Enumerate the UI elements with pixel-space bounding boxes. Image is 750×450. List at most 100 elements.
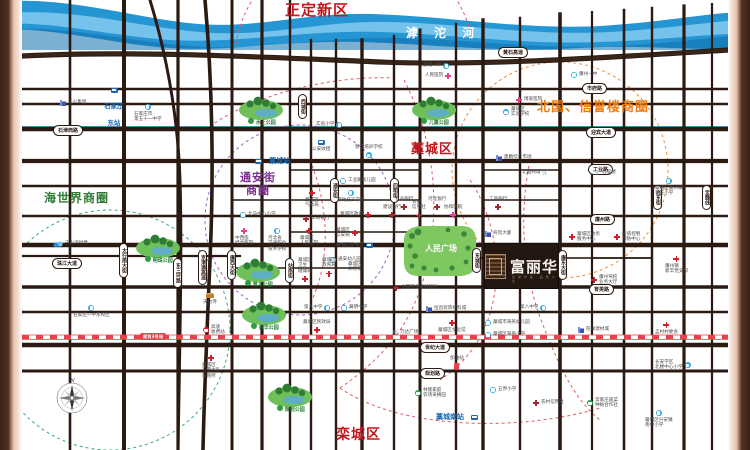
- station-gaocheng-south[interactable]: 藁城南站: [436, 408, 479, 425]
- poi-hengchang-decoration-market[interactable]: 恒昌装饰材料城: [426, 306, 466, 312]
- bank-icon: [389, 212, 396, 219]
- school-icon: [665, 178, 672, 184]
- poi-beiguo-mall[interactable]: 北国商城 🛒: [522, 170, 549, 176]
- poi-xiehe-hospital[interactable]: 协和医院: [444, 205, 462, 219]
- poi-jianpeng-market[interactable]: 建鹏综合市场: [496, 155, 532, 161]
- poi-experimental-primary-school[interactable]: 实验小学: [316, 122, 343, 128]
- poi-gas-station[interactable]: 加油站: [450, 356, 464, 371]
- building-icon: [578, 327, 584, 333]
- poi-gaocheng-stadium[interactable]: 藁城区 体育馆: [348, 262, 362, 273]
- poi-beima-central-primary-school[interactable]: 北马中心小学: [240, 212, 276, 218]
- poi-traffic-police-vehicle-admin[interactable]: 藁城区 交警大队 车管所: [202, 355, 220, 379]
- poi-rural-credit-union[interactable]: 农村 信用社: [412, 200, 426, 219]
- poi-beilou-central-primary-school[interactable]: 长安学区 北楼中心小学: [655, 360, 691, 371]
- mall-icon: 🛒: [542, 170, 549, 176]
- station-shijiazhuang-east[interactable]: 石家庄 东站: [96, 88, 132, 129]
- road-label-dingwei-line: 定魏线: [702, 185, 711, 210]
- poi-wangyang-building-materials[interactable]: 旺洋建材城: [578, 327, 609, 333]
- poi-changjiazhuang-vegetable-coop[interactable]: 常家庄蔬菜 种植合作社: [587, 398, 618, 409]
- project-highlight-block[interactable]: 富丽华 富 丽 华 庭 · 品 质 人 生: [484, 243, 559, 289]
- poi-icbc-bank-1[interactable]: 工商银行: [303, 216, 329, 222]
- hospital-icon: [450, 212, 457, 219]
- poi-nanzhong-primary-school[interactable]: 藁城区兴安镇 南中小学: [645, 410, 673, 429]
- poi-mengcun-village-committee[interactable]: 孟村村委会: [655, 322, 678, 335]
- poi-expressway-toll-station[interactable]: 高速 收费站: [203, 325, 225, 336]
- poi-gov-service-center[interactable]: 藁城区政务 服务中心: [569, 232, 600, 243]
- poi-hebei-bank[interactable]: 河北银行: [428, 197, 446, 211]
- wave-icon: [53, 240, 63, 247]
- poi-gaocheng-peoples-hospital[interactable]: 藁城区 人民医院: [300, 228, 318, 247]
- poi-rural-credit-cooperative[interactable]: 农村信用社: [533, 400, 564, 406]
- poi-ccb-bank[interactable]: 建设银行: [383, 205, 401, 219]
- poi-gaocheng-cultural-center[interactable]: 藁城区文化馆: [438, 320, 466, 333]
- road-label-zhannan-street: 站南街: [285, 258, 294, 283]
- poi-gaocheng-library[interactable]: 藁城区图书馆: [336, 243, 373, 249]
- poi-maozhuang-primary-school[interactable]: 藁城区廉州镇 毛庄小学: [655, 178, 683, 197]
- poi-tongan-kindergarten[interactable]: 通安幼儿园: [330, 257, 361, 263]
- school-icon: [485, 320, 491, 326]
- toll-icon: [203, 327, 209, 334]
- poi-tianshan-sea-world[interactable]: 天山海世界: [53, 240, 88, 247]
- poi-public-security-bureau-branch[interactable]: 公安收租: [312, 140, 330, 152]
- poi-gaocheng-civil-affairs[interactable]: 藁城区民政局: [303, 320, 331, 334]
- poi-gaocheng-experimental-school[interactable]: 藁城区 实验学校: [503, 107, 529, 118]
- poi-labor-technical-school[interactable]: 劳动技工学校: [337, 190, 365, 203]
- poi-gaocheng-no1-middle-school[interactable]: 藁城一中: [423, 63, 450, 69]
- poi-xinfeng-party-branch[interactable]: 廉州镇 新丰党支部: [665, 256, 688, 275]
- poi-lianzhou-no1-middle-school[interactable]: 廉州一中: [571, 72, 597, 78]
- road-label-huangshi-expressway: 黄石高速: [498, 47, 529, 58]
- poi-gaocheng-public-security[interactable]: 藁城区 公安局: [336, 228, 358, 239]
- park-label-ertong: 儿童公园: [421, 118, 449, 126]
- bank-icon: [434, 204, 441, 211]
- poi-no8-middle-school[interactable]: 第八中学: [520, 305, 547, 311]
- poi-wujie-primary-school[interactable]: 五界小学: [490, 387, 516, 393]
- poi-xinhua-training-school[interactable]: 新华培训学校: [355, 145, 383, 159]
- poi-shijiazhuang-51-middle-school[interactable]: 石家庄市 第五十一中学: [134, 104, 162, 123]
- hospital-icon: [241, 228, 248, 234]
- fuel-icon: [454, 363, 460, 371]
- poi-lianzhou-driving-school[interactable]: 廉州驾校 业务大厅: [591, 275, 617, 286]
- poi-tiantai-temple[interactable]: 天台寺: [203, 293, 217, 305]
- poi-jiming-middle-school[interactable]: 冀明中学: [341, 305, 367, 311]
- gov-icon: [569, 234, 575, 241]
- park-icon: [248, 118, 254, 124]
- train-station-icon: [471, 415, 479, 420]
- school-icon: [274, 228, 281, 234]
- poi-agricultural-development-bank[interactable]: 中国农业发展银行: [393, 285, 438, 291]
- poi-gaocheng-health-bureau[interactable]: 藁城区 卫生 健康局: [298, 258, 312, 282]
- poi-gaocheng-district-government[interactable]: 藁城区政府: [340, 212, 371, 218]
- poi-icbc-bank-2[interactable]: 工商银行: [489, 197, 507, 211]
- farm-icon: [415, 390, 421, 397]
- poi-tianshan-group[interactable]: 天山集团: [60, 100, 86, 106]
- school-icon: [503, 109, 509, 116]
- district-label-luancheng: 栾城区: [336, 427, 381, 443]
- business-circle-haishijie: 海世界商圈: [44, 191, 110, 205]
- school-icon: [240, 212, 246, 218]
- poi-xinyulou[interactable]: 🛒 信誉楼: [594, 170, 616, 176]
- park-icon: [277, 405, 283, 411]
- poi-haiying-primary-school[interactable]: 藁城区海英小学: [485, 332, 525, 338]
- poi-hebei-transport-vocational-school[interactable]: 河北省 交通职业 技术学校: [268, 228, 286, 252]
- poi-abc-bank[interactable]: 农业银行: [395, 197, 413, 211]
- poi-no9-middle-school[interactable]: 第九中学: [304, 305, 331, 311]
- bank-icon: [393, 285, 399, 291]
- poi-sjz-no1-middle-east-campus[interactable]: 石家庄一中东校区: [73, 305, 110, 318]
- poi-gongyelu-kindergarten[interactable]: 工业路幼儿园: [340, 178, 376, 184]
- subway-icon: [365, 243, 373, 249]
- poi-linlong-farm-orchard[interactable]: 林隆家庭 农场采摘园: [415, 388, 446, 399]
- poi-gaocheng-meteorological-bureau[interactable]: 藁城区 气象局: [305, 190, 319, 209]
- poi-cdc-center[interactable]: 疾病控制 预防中心: [614, 232, 640, 243]
- road-label-taihang-south-street: 太行南大街: [119, 243, 128, 278]
- station-gaocheng[interactable]: 藁城站: [255, 152, 290, 169]
- poi-commerce-building[interactable]: 商贸大厦: [485, 231, 511, 237]
- poi-boai-hospital[interactable]: 博爱医院: [516, 97, 542, 103]
- road-label-yuying-road: 育英路: [589, 284, 615, 295]
- poi-haiying-kindergarten[interactable]: 藁城市海英幼儿园: [485, 320, 530, 326]
- poi-tcm-integrated-hospital[interactable]: 中西医 结合医院: [235, 228, 253, 247]
- park-label-yucai: 育才公园: [245, 280, 273, 288]
- poi-peoples-hospital[interactable]: 人民医院: [425, 73, 452, 79]
- poi-wanda-plaza[interactable]: 🛒 万达广场: [392, 330, 419, 336]
- road-label-jinggangao-expressway: 京港澳高速: [198, 250, 207, 285]
- poi-gaocheng-education-bureau[interactable]: 藁城区 教育局: [322, 258, 336, 277]
